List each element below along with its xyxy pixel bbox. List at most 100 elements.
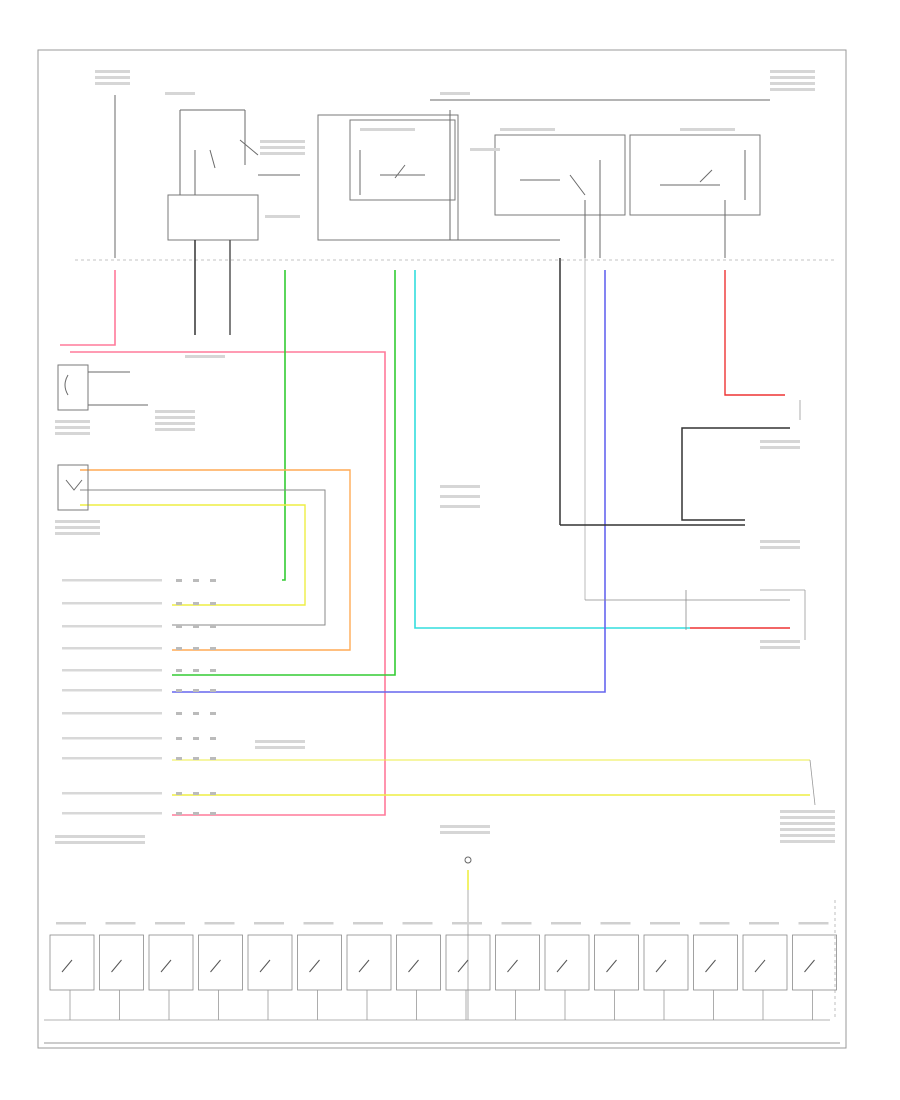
switch-box [544, 934, 590, 991]
switch-contact [358, 959, 370, 973]
switch-contact [111, 959, 122, 973]
label-placeholder [55, 420, 90, 423]
label-placeholder [255, 746, 305, 749]
label-placeholder [155, 416, 195, 419]
label-placeholder [55, 526, 100, 529]
switch-contact [507, 959, 518, 973]
connector-pin [193, 689, 199, 692]
switch-label-placeholder [204, 922, 235, 925]
switch-box [792, 934, 837, 991]
label-placeholder [760, 646, 800, 649]
switch-contact [210, 959, 221, 973]
connector-pin [210, 579, 216, 582]
label-placeholder [780, 828, 835, 831]
switch-contact [61, 959, 73, 973]
switch-box [198, 934, 243, 991]
relay-block-right [420, 134, 761, 258]
switch-label-placeholder [254, 922, 284, 925]
label-placeholder [780, 810, 835, 813]
blue-wire [172, 270, 606, 693]
label-placeholder [55, 841, 145, 844]
label-placeholder [185, 355, 225, 358]
pin-label-placeholder [62, 757, 162, 760]
connector-pin [210, 669, 216, 672]
relay-block-left [114, 95, 300, 258]
label-placeholder [470, 148, 500, 151]
switch-contact [606, 959, 617, 973]
switch-box [49, 934, 95, 991]
switch-box [693, 934, 738, 991]
switch-contact [754, 959, 766, 973]
label-placeholder [780, 816, 835, 819]
label-placeholder [770, 82, 815, 85]
connector-pin [210, 625, 216, 628]
switch-contact [705, 959, 716, 973]
colored-wires [60, 270, 810, 890]
label-placeholder [440, 495, 480, 498]
label-placeholder [780, 834, 835, 837]
label-placeholder [260, 146, 305, 149]
switch-label-placeholder [353, 922, 383, 925]
switch-label-placeholder [551, 922, 581, 925]
label-blocks [55, 70, 835, 844]
connector-pin [210, 792, 216, 795]
label-placeholder [440, 825, 490, 828]
label-placeholder [760, 546, 800, 549]
connector-pin [176, 737, 182, 740]
connector-pin [193, 602, 199, 605]
switch-box [148, 934, 194, 991]
green-wire [282, 270, 286, 581]
label-placeholder [440, 92, 470, 95]
connector-pin [210, 712, 216, 715]
pin-label-placeholder [62, 579, 162, 582]
switch-label-placeholder [452, 922, 482, 925]
connector-pin [210, 647, 216, 650]
label-placeholder [770, 76, 815, 79]
label-placeholder [55, 520, 100, 523]
connector-pin [193, 647, 199, 650]
switch-box [643, 934, 689, 991]
switch-box [346, 934, 392, 991]
connector-pin [176, 579, 182, 582]
switch-box [99, 934, 144, 991]
label-placeholder [55, 432, 90, 435]
switch-label-placeholder [105, 922, 136, 925]
connector-pin [193, 792, 199, 795]
black-wire-2 [681, 427, 790, 521]
connector-pin [210, 689, 216, 692]
label-placeholder [780, 840, 835, 843]
label-placeholder [770, 70, 815, 73]
vertical-drops [194, 240, 586, 600]
diagram-frame [37, 49, 847, 1049]
pin-label-placeholder [62, 669, 162, 672]
pink-wire-long [70, 351, 386, 816]
label-placeholder [165, 92, 195, 95]
switch-box [297, 934, 342, 991]
label-placeholder [760, 640, 800, 643]
orange-wire [80, 469, 351, 651]
label-placeholder [500, 128, 555, 131]
switch-box [594, 934, 639, 991]
green-wire-2 [172, 270, 396, 676]
label-placeholder [155, 422, 195, 425]
switch-box [247, 934, 293, 991]
red-wire [724, 270, 785, 396]
connector-pin [193, 579, 199, 582]
right-components [760, 400, 816, 806]
relay-block-center [317, 99, 770, 241]
connector-pin [176, 792, 182, 795]
connector-pin [176, 812, 182, 815]
connector-pin-column [62, 579, 216, 815]
switch-contact [309, 959, 320, 973]
connector-pin [176, 757, 182, 760]
label-placeholder [155, 410, 195, 413]
switch-box [396, 934, 441, 991]
connector-pin [210, 602, 216, 605]
connector-pin [176, 602, 182, 605]
switch-label-placeholder [155, 922, 185, 925]
yellow-wire [80, 504, 306, 606]
switch-contact [457, 959, 469, 973]
connector-pin [176, 712, 182, 715]
